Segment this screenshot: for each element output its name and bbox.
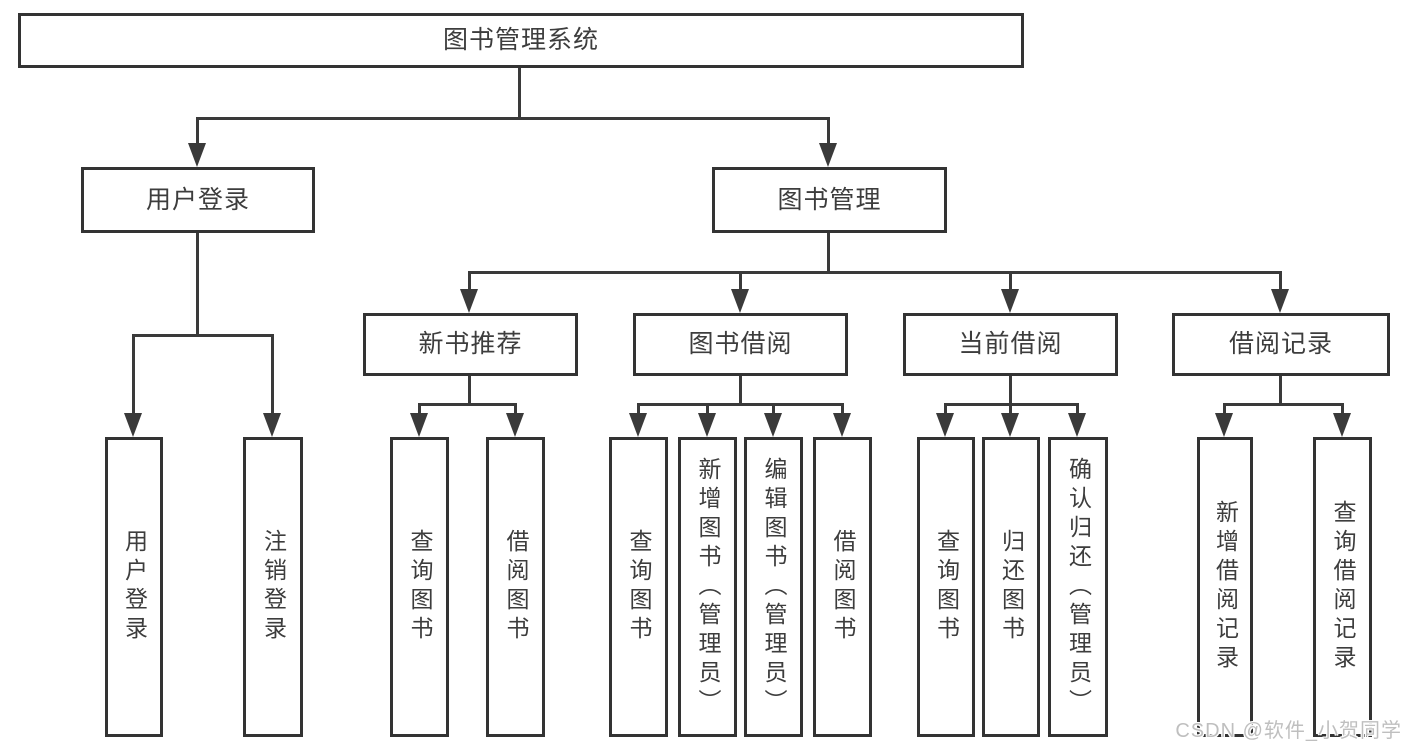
- connector-root-split: [196, 117, 830, 120]
- connector-stem: [514, 403, 517, 415]
- arrow-down-icon: [1001, 289, 1019, 313]
- arrow-down-icon: [124, 413, 142, 437]
- connector-stem-leaf-user-login: [132, 334, 135, 413]
- connector-user-login-trunk: [196, 233, 199, 337]
- connector-stem-new-book: [468, 271, 471, 291]
- connector-stem: [1009, 403, 1012, 415]
- leaf-query-books-borrowing: 查询图书: [609, 437, 668, 737]
- node-book-borrowing: 图书借阅: [633, 313, 848, 376]
- arrow-down-icon: [698, 413, 716, 437]
- leaf-query-borrow-record: 查询借阅记录: [1313, 437, 1372, 737]
- connector-stem: [637, 403, 640, 415]
- connector-borrow-record-split: [1223, 403, 1344, 406]
- leaf-confirm-return-admin: 确认归还（管理员）: [1048, 437, 1108, 737]
- connector-root-trunk: [518, 68, 521, 118]
- node-user-login: 用户登录: [81, 167, 315, 233]
- connector-stem: [1076, 403, 1079, 415]
- node-current-borrowing: 当前借阅: [903, 313, 1118, 376]
- connector-current-borrow-trunk: [1009, 376, 1012, 406]
- leaf-return-books: 归还图书: [982, 437, 1040, 737]
- connector-book-management-trunk: [827, 233, 830, 273]
- arrow-down-icon: [819, 143, 837, 167]
- leaf-add-borrow-record: 新增借阅记录: [1197, 437, 1253, 737]
- arrow-down-icon: [629, 413, 647, 437]
- arrow-down-icon: [263, 413, 281, 437]
- connector-stem: [944, 403, 947, 415]
- leaf-query-books-current: 查询图书: [917, 437, 975, 737]
- node-new-book-recommend: 新书推荐: [363, 313, 578, 376]
- connector-book-borrow-split: [637, 403, 844, 406]
- connector-stem: [706, 403, 709, 415]
- connector-new-book-trunk: [468, 376, 471, 406]
- connector-borrow-record-trunk: [1279, 376, 1282, 406]
- arrow-down-icon: [731, 289, 749, 313]
- arrow-down-icon: [833, 413, 851, 437]
- arrow-down-icon: [764, 413, 782, 437]
- connector-book-management-split: [468, 271, 1280, 274]
- leaf-user-login: 用户登录: [105, 437, 163, 737]
- connector-new-book-split: [418, 403, 517, 406]
- arrow-down-icon: [506, 413, 524, 437]
- leaf-query-books-recommend: 查询图书: [390, 437, 449, 737]
- watermark: CSDN @软件_小贺同学: [1175, 720, 1402, 742]
- connector-stem: [841, 403, 844, 415]
- arrow-down-icon: [1068, 413, 1086, 437]
- node-borrowing-records: 借阅记录: [1172, 313, 1390, 376]
- node-book-management: 图书管理: [712, 167, 947, 233]
- connector-stem-leaf-logout: [271, 334, 274, 413]
- connector-user-login-split: [132, 334, 274, 337]
- connector-book-borrow-trunk: [739, 376, 742, 406]
- arrow-down-icon: [936, 413, 954, 437]
- arrow-down-icon: [188, 143, 206, 167]
- connector-stem: [772, 403, 775, 415]
- connector-stem: [1223, 403, 1226, 415]
- arrow-down-icon: [1333, 413, 1351, 437]
- connector-stem: [1341, 403, 1344, 415]
- node-library-management-system: 图书管理系统: [18, 13, 1024, 68]
- connector-stem-book-borrow: [739, 271, 742, 291]
- arrow-down-icon: [1215, 413, 1233, 437]
- connector-stem-current-borrow: [1009, 271, 1012, 291]
- connector-stem-user-login: [196, 117, 199, 145]
- connector-stem-borrow-record: [1279, 271, 1282, 291]
- arrow-down-icon: [460, 289, 478, 313]
- leaf-borrow-books-borrowing: 借阅图书: [813, 437, 872, 737]
- connector-stem-book-management: [827, 117, 830, 145]
- leaf-add-book-admin: 新增图书（管理员）: [678, 437, 737, 737]
- leaf-edit-book-admin: 编辑图书（管理员）: [744, 437, 803, 737]
- arrow-down-icon: [410, 413, 428, 437]
- arrow-down-icon: [1001, 413, 1019, 437]
- leaf-borrow-books-recommend: 借阅图书: [486, 437, 545, 737]
- connector-stem: [418, 403, 421, 415]
- arrow-down-icon: [1271, 289, 1289, 313]
- leaf-logout: 注销登录: [243, 437, 303, 737]
